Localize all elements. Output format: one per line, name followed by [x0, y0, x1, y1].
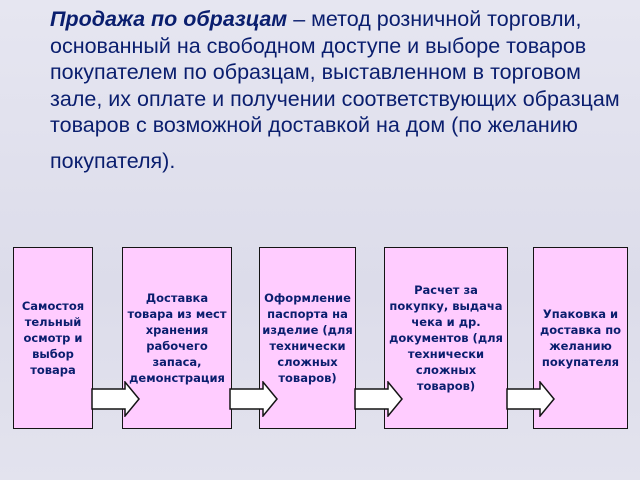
step-box-packing-delivery: Упаковка и доставка по желанию покупател… [533, 247, 628, 429]
arrow-right-icon [354, 381, 403, 417]
definition-tail: покупателя). [50, 148, 176, 173]
arrow-right-icon [506, 381, 555, 417]
definition-body: – метод розничной торговли, основанный н… [50, 7, 620, 137]
step-label-passport: Оформление паспорта на изделие (для техн… [262, 291, 353, 385]
arrow-right-icon [91, 381, 140, 417]
step-label-packing-delivery: Упаковка и доставка по желанию покупател… [539, 307, 622, 369]
step-box-delivery-from-storage: Доставка товара из мест хранения рабочег… [122, 247, 232, 429]
step-label-delivery-from-storage: Доставка товара из мест хранения рабочег… [127, 291, 227, 385]
step-box-payment: Расчет за покупку, выдача чека и др. док… [384, 247, 508, 429]
arrow-right-icon [229, 381, 278, 417]
definition-term: Продажа по образцам [50, 7, 288, 31]
step-label-selection: Самостоя тельный осмотр и выбор товара [21, 299, 85, 377]
step-box-selection: Самостоя тельный осмотр и выбор товара [13, 247, 93, 429]
definition-text: Продажа по образцам – метод розничной то… [50, 6, 630, 174]
step-label-payment: Расчет за покупку, выдача чека и др. док… [389, 283, 503, 393]
